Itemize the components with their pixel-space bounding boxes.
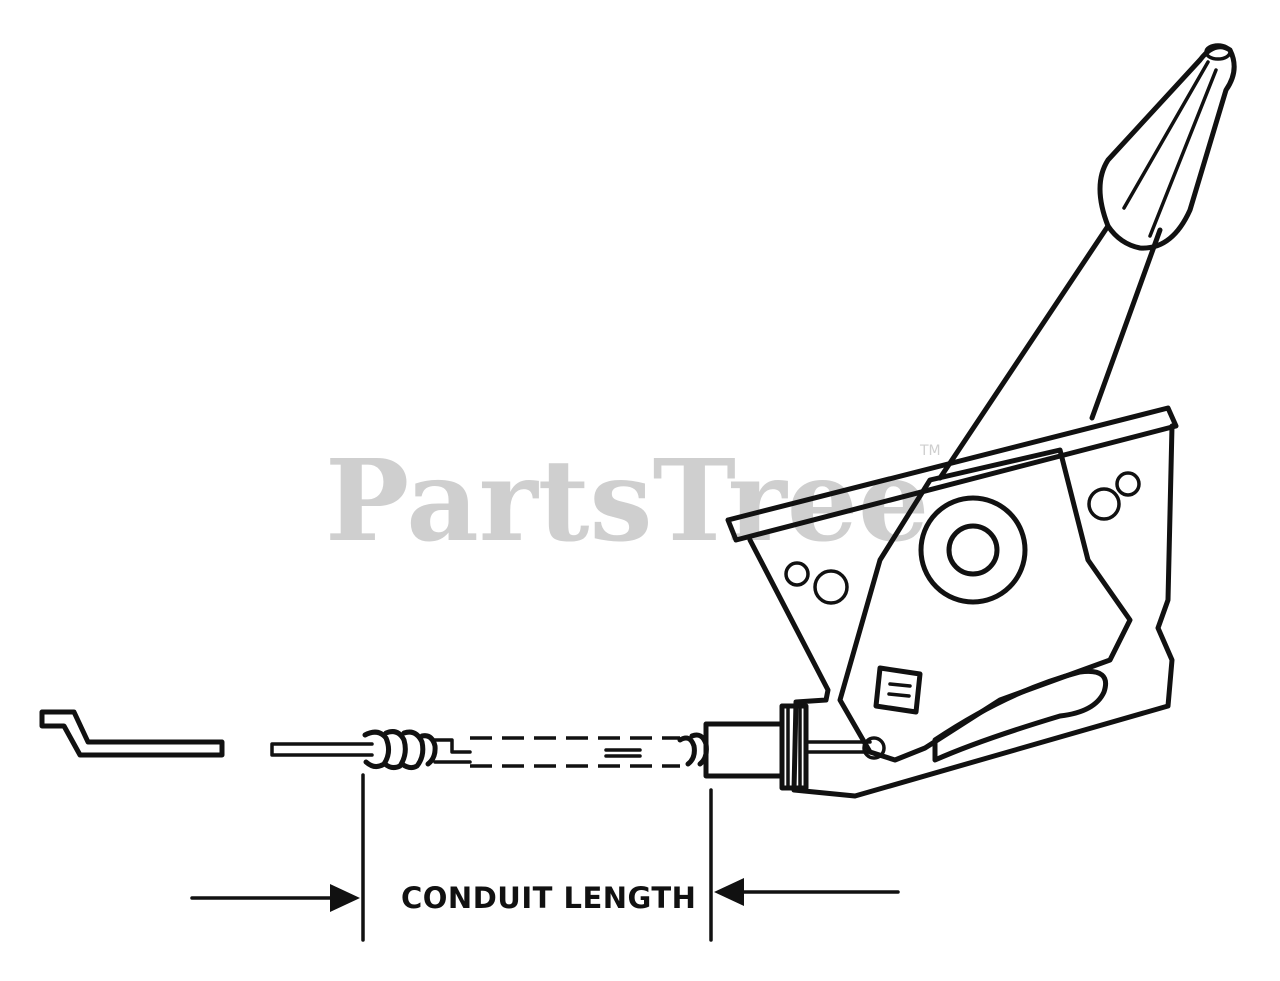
cable-wire bbox=[270, 742, 374, 757]
conduit bbox=[433, 736, 680, 768]
cable-z-bend-end bbox=[39, 709, 225, 758]
control-lever bbox=[725, 43, 1237, 799]
conduit-spring-clamp bbox=[362, 729, 438, 771]
cable-ferrule bbox=[703, 703, 872, 791]
conduit-length-label: CONDUIT LENGTH bbox=[401, 881, 696, 915]
watermark: PartsTree TM bbox=[325, 436, 941, 567]
dimension-arrowhead-right bbox=[714, 878, 744, 906]
conduit-end-spring bbox=[677, 732, 709, 767]
conduit-length-dimension: CONDUIT LENGTH bbox=[190, 773, 900, 942]
dimension-arrowhead-left bbox=[330, 884, 360, 912]
watermark-trademark: TM bbox=[919, 443, 941, 459]
watermark-text: PartsTree bbox=[325, 436, 929, 567]
